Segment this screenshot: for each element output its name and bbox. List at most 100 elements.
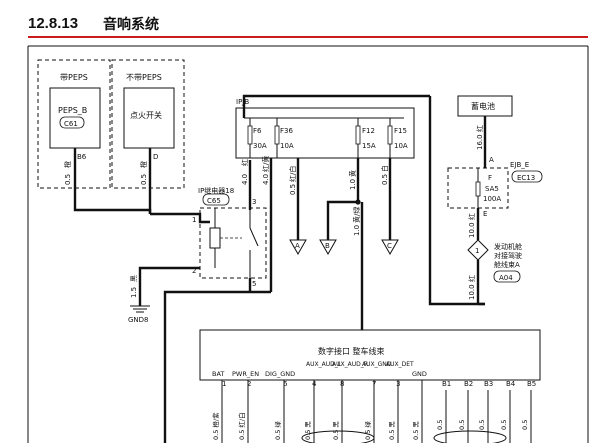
connector-c-arrow <box>381 239 399 256</box>
wire-f15-color: 白 <box>380 165 389 172</box>
harness-connector-badge <box>493 270 521 283</box>
pin-b1-wire-label: 0.5 <box>436 420 444 430</box>
pin-b5-number: B5 <box>527 380 536 388</box>
harness-line-2: 对接驾驶 <box>494 251 522 260</box>
wire-splice-f12 <box>355 199 361 205</box>
ip-relay-label: IP继电器18 <box>198 186 234 195</box>
pin-dig-gnd-name: DIG_GND <box>265 370 295 378</box>
wire-f12b-gauge: 1.0 <box>353 225 361 236</box>
peps-group: 带PEPS 不带PEPS PEPS_B C61 B6 点火开关 D 0.5 橙 … <box>37 59 210 224</box>
pin-gnd-wire-label: 0.5 黑 <box>412 421 420 440</box>
fuse-f36-id: F36 <box>280 127 293 135</box>
section-number: 12.8.13 <box>28 15 79 32</box>
fuse-f12-id: F12 <box>362 127 375 135</box>
wire-f36b-color: 红/白 <box>288 166 297 182</box>
wire-relay-to-ground <box>138 266 200 306</box>
pin-bat-wire-label: 0.5 橙/紫 <box>211 412 220 440</box>
fuse-f15-rating: 10A <box>394 142 408 150</box>
without-peps-label: 不带PEPS <box>126 73 162 82</box>
ignition-switch-label: 点火开关 <box>130 110 162 120</box>
pin-b3-number: B3 <box>484 380 493 388</box>
wire-f36-color: 红/黄 <box>261 156 270 172</box>
wire-relay-to-bat <box>163 290 271 443</box>
header-underline <box>28 36 588 38</box>
connector-b-label: B <box>325 242 330 250</box>
pin-bat-name: BAT <box>212 370 224 378</box>
ip-relay-pin-1: 1 <box>192 216 196 224</box>
battery-ejb-group: 蓄电池 16.0 红 A EJB_E EC13 F SA5 100A E 10.… <box>447 95 543 306</box>
with-peps-box <box>37 59 111 189</box>
pin-aux-gnd-wire-label: 0.5 绿 <box>363 421 372 440</box>
pin-aux-r-name: AUX_AUD_R <box>332 361 368 368</box>
peps-b-connector-badge <box>59 116 85 129</box>
ip-relay-pin-2: 2 <box>192 267 196 275</box>
main-unit-title: 数字接口 整车线束 <box>318 346 385 356</box>
pin-pwr-en-wire-label: 0.5 红/白 <box>237 412 246 440</box>
harness-line-3: 舱线束A <box>494 260 520 269</box>
pin-b4-number: B4 <box>506 380 516 388</box>
ip-relay: IP继电器18 C65 1 2 3 5 <box>192 160 267 292</box>
wire-ignition-color: 橙 <box>139 161 148 168</box>
ejb-pin-f: F <box>488 174 492 182</box>
wire-f6-gauge: 4.0 <box>241 174 249 185</box>
ground-label: GND8 <box>128 316 149 324</box>
ip-relay-box <box>199 207 267 279</box>
ejb-wire-lower-color: 红 <box>467 275 476 282</box>
wire-ipjb-feed <box>242 94 430 118</box>
wire-ipjb-to-battery <box>428 96 485 306</box>
section-header: 12.8.13 音响系统 <box>0 0 600 40</box>
fuse-f15-symbol <box>387 125 393 145</box>
pin-pwr-en-number: 2 <box>247 380 251 388</box>
ground-wire-color: 黑 <box>130 275 138 282</box>
ejb-wire-out-gauge: 10.0 <box>468 222 476 238</box>
battery-wire-color: 红 <box>475 125 484 132</box>
pin-aux-r-wire-label: 0.5 黑 <box>332 421 340 440</box>
pin-b3-wire-label: 0.5 <box>478 420 486 430</box>
battery-label: 蓄电池 <box>471 101 495 111</box>
ip-relay-pin-5: 5 <box>252 280 256 288</box>
pin-aux-det-wire-label: 0.5 黑 <box>388 421 396 440</box>
fuse-f36-rating: 10A <box>280 142 294 150</box>
ejb-connector-badge <box>511 170 543 183</box>
wire-f36b-gauge: 0.5 <box>289 184 297 195</box>
wire-peps-b-gauge: 0.5 <box>64 174 72 185</box>
pin-dig-gnd-number: 6 <box>283 380 288 388</box>
battery-wire-gauge: 16.0 <box>476 134 484 150</box>
ejb-connector: EC13 <box>517 174 535 182</box>
pin-pwr-en-name: PWR_EN <box>232 370 259 378</box>
pin-b2-number: B2 <box>464 380 473 388</box>
wire-f12-gauge: 1.0 <box>349 179 357 190</box>
ejb-pin-e: E <box>483 210 487 218</box>
pin-b5-wire-label: 0.5 <box>521 420 529 430</box>
with-peps-label: 带PEPS <box>60 73 88 82</box>
pin-dig-gnd-wire-label: 0.5 绿 <box>273 421 282 440</box>
wire-f15-gauge: 0.5 <box>381 174 389 185</box>
pin-b1-number: B1 <box>442 380 451 388</box>
ip-relay-connector: C65 <box>207 197 221 205</box>
ipjb-box <box>235 107 415 159</box>
pin-b4-wire-label: 0.5 <box>500 420 508 430</box>
ejb-wire-out-color: 红 <box>467 213 476 220</box>
fuse-f12-symbol <box>355 125 361 145</box>
pin-gnd-name: GND <box>412 370 427 378</box>
twisted-pair-aux <box>301 430 375 443</box>
wire-peps-merge <box>73 206 152 214</box>
section-title: 音响系统 <box>103 17 159 33</box>
connector-c-label: C <box>387 242 392 250</box>
wire-to-connector-b <box>326 158 360 240</box>
ignition-switch-pin: D <box>153 153 158 161</box>
ground-group: GND8 1.5 黑 <box>128 266 200 324</box>
ipjb-group: IPJB F6 30A F36 10A F12 15A F15 10A 4.0 … <box>235 94 485 330</box>
ejb-fuse-id: SA5 <box>485 185 499 193</box>
wire-ignition-gauge: 0.5 <box>140 174 148 185</box>
ejb-pin-a: A <box>489 156 494 164</box>
fuse-f6-symbol <box>247 125 253 145</box>
harness-number: 1 <box>475 247 479 255</box>
peps-b-label: PEPS_B <box>58 106 87 115</box>
ip-relay-pin-3: 3 <box>252 198 256 206</box>
ground-wire-gauge: 1.5 <box>130 287 138 298</box>
wire-to-relay-pin1 <box>150 212 210 224</box>
fuse-f12-rating: 15A <box>362 142 376 150</box>
peps-b-pin: B6 <box>77 153 87 161</box>
